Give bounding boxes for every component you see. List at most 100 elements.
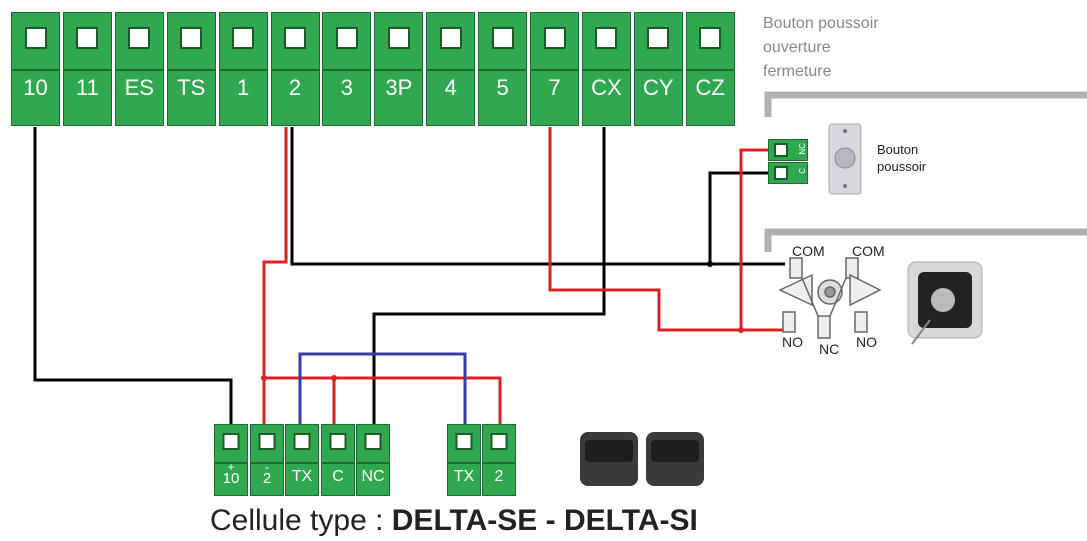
terminal-block: CX	[581, 12, 631, 126]
terminal-block: CZ	[685, 12, 735, 126]
cell-terminal-label: TX	[448, 468, 480, 486]
screw-hole	[335, 27, 358, 49]
label-line: NC	[361, 468, 385, 485]
cell-terminal-block: +10	[214, 424, 248, 496]
divider	[323, 69, 371, 71]
divider	[271, 69, 319, 71]
terminal-label: CY	[643, 75, 674, 100]
screw-hole	[76, 27, 99, 49]
screw-hole	[490, 433, 508, 450]
nc-tag: NC	[798, 143, 807, 155]
screw-hole	[329, 433, 347, 450]
c-tag: C	[798, 168, 807, 174]
divider	[479, 69, 527, 71]
terminal-block: 3	[322, 12, 372, 126]
terminal-block: 11	[62, 12, 112, 126]
button-terminal-nc: NC	[768, 139, 808, 161]
screw-hole	[455, 433, 473, 450]
wire-red-bus	[264, 376, 502, 428]
label-line: +	[227, 460, 235, 474]
cell-terminal-label: TX	[286, 468, 318, 486]
caption-line: fermeture	[763, 63, 832, 80]
screw-hole	[222, 433, 240, 450]
screw-hole	[543, 27, 566, 49]
wire-blue-tx	[298, 352, 467, 428]
terminal-block: 1	[218, 12, 268, 126]
terminal-label: 3P	[385, 75, 413, 100]
divider	[115, 69, 163, 71]
cell-terminal-block: NC	[356, 424, 390, 496]
terminal-label: 11	[75, 75, 99, 100]
push-button-caption: Bouton poussoir ouverture fermeture	[763, 12, 879, 84]
terminal-block: 10	[11, 12, 60, 126]
terminal-block: 7	[530, 12, 579, 126]
divider	[219, 69, 267, 71]
label-line: Bouton	[877, 142, 919, 157]
divider	[375, 69, 423, 71]
divider	[215, 462, 247, 464]
label-line: poussoir	[877, 159, 927, 174]
divider	[448, 462, 480, 464]
divider	[322, 462, 354, 464]
divider	[357, 462, 389, 464]
caption-line: Bouton poussoir	[763, 15, 879, 32]
terminal-label: 7	[548, 75, 561, 100]
screw-hole	[387, 27, 410, 49]
screw-hole	[232, 27, 255, 49]
junction	[261, 375, 267, 381]
com-left-label: COM	[792, 243, 825, 259]
divider	[582, 69, 630, 71]
terminal-label: 1	[236, 75, 250, 100]
cell-terminal-block: C	[321, 424, 355, 496]
terminal-block: CY	[633, 12, 683, 126]
nc-label: NC	[819, 341, 840, 357]
label-line: C	[332, 468, 344, 485]
wire-red-2	[262, 127, 288, 428]
photocell-photos	[580, 432, 704, 486]
terminal-block: 2	[270, 12, 320, 126]
label-line: TX	[453, 468, 475, 485]
caption-models: DELTA-SE - DELTA-SI	[391, 504, 698, 537]
button-terminal-c: C	[768, 162, 808, 184]
cell-terminal-label: -2	[251, 460, 283, 486]
cell-terminal-block: -2	[250, 424, 284, 496]
screw-hole	[293, 433, 311, 450]
screw-hole	[364, 433, 382, 450]
label-line: 10	[222, 470, 240, 487]
caption-line: ouverture	[763, 39, 831, 56]
cell-terminal-label: 2	[483, 468, 515, 486]
divider	[286, 462, 318, 464]
screw-hole	[258, 433, 276, 450]
screw-hole	[24, 27, 47, 49]
screw-hole	[180, 27, 203, 49]
no-left-label: NO	[782, 334, 803, 350]
terminal-block: ES	[114, 12, 164, 126]
label-line: 2	[494, 468, 504, 485]
wire-red-button	[739, 148, 775, 330]
divider	[427, 69, 475, 71]
no-right-label: NO	[856, 334, 877, 350]
terminal-block: TS	[166, 12, 216, 126]
terminal-label: 2	[288, 75, 302, 100]
wire-black-cx	[372, 127, 606, 428]
junction	[707, 261, 713, 267]
bracket-top	[764, 91, 1087, 117]
caption-prefix: Cellule type :	[210, 504, 392, 537]
label-line: -	[265, 460, 269, 474]
wire-black-button	[708, 171, 775, 264]
push-button-plate	[828, 123, 862, 195]
divider	[63, 69, 111, 71]
terminal-label: 5	[496, 75, 509, 100]
terminal-label: 3	[340, 75, 354, 100]
push-button-label: Bouton poussoir	[877, 141, 926, 175]
label-line: TX	[291, 468, 313, 485]
terminal-label: 10	[23, 75, 48, 100]
divider	[251, 462, 283, 464]
cell-terminal-label: C	[322, 468, 354, 486]
wire-red-7	[548, 127, 790, 332]
screw-hole	[491, 27, 514, 49]
switch-contacts-drawing	[778, 257, 882, 339]
cell-type-caption: Cellule type : DELTA-SE - DELTA-SI	[210, 504, 698, 538]
screw-hole	[439, 27, 462, 49]
cell-terminal-block: TX	[285, 424, 319, 496]
